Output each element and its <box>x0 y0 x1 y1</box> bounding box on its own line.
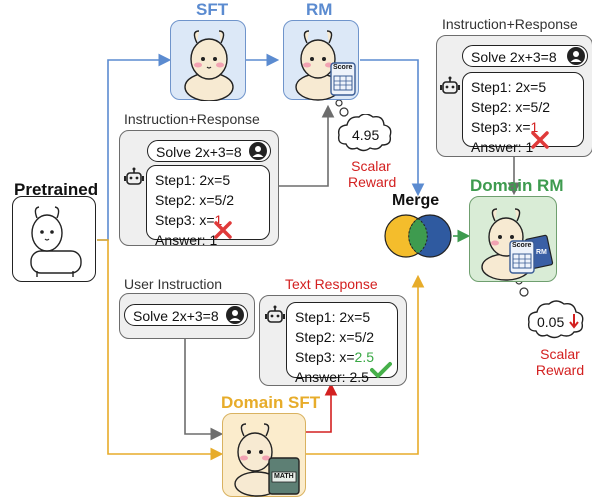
rm-model-box: Score <box>283 20 359 101</box>
sft-label: SFT <box>196 0 229 19</box>
edge-pretrained-domainsft <box>97 239 224 461</box>
red-x-icon <box>531 131 549 149</box>
venn-merge-icon <box>384 214 452 258</box>
pretrained-model-box <box>12 196 96 282</box>
user-instruction-label: User Instruction <box>124 276 223 292</box>
robot-icon <box>124 167 144 185</box>
math-badge: MATH <box>274 473 294 480</box>
instr-right-response-card: Step1: 2x=5 Step2: x=5/2 Step3: x=1 Answ… <box>462 72 584 155</box>
domain-sft-model-box: MATH <box>222 413 306 497</box>
llama-icon <box>30 206 82 277</box>
text-response-card: Step1: 2x=5 Step2: x=5/2 Step3: x=2.5 An… <box>286 302 398 385</box>
llama-icon <box>184 30 234 102</box>
green-check-icon <box>370 362 392 378</box>
score-badge: Score <box>512 242 532 249</box>
domain-rm-model-box: Score RM <box>469 196 557 282</box>
domain-rm-label: Domain RM <box>470 176 564 195</box>
score-badge: Score <box>333 64 353 71</box>
instr-left-response-card: Step1: 2x=5 Step2: x=5/2 Step3: x=1 Answ… <box>146 165 270 248</box>
edge-domainsft-merge <box>306 274 425 455</box>
llama-icon <box>481 208 554 281</box>
edge-domainsft-text <box>306 382 338 433</box>
sft-model-box <box>170 20 246 102</box>
llama-icon <box>234 423 300 497</box>
edge-instr-rm <box>277 104 335 187</box>
robot-icon <box>440 76 460 94</box>
edge-user-domainsft <box>184 338 224 441</box>
cloud-icon <box>337 114 392 152</box>
robot-icon <box>265 305 285 323</box>
red-x-icon <box>214 221 232 239</box>
text-response-label: Text Response <box>285 276 378 292</box>
down-arrow-icon <box>569 314 579 329</box>
instr-right-question: Solve 2x+3=8 <box>462 45 588 67</box>
instr-resp-left-title: Instruction+Response <box>124 111 260 127</box>
user-icon <box>567 47 585 65</box>
domain-sft-label: Domain SFT <box>221 393 321 412</box>
edge-rm-merge <box>360 59 425 197</box>
user-icon <box>249 142 267 160</box>
rm-reward-value: 4.95 <box>352 127 380 143</box>
instr-left-question: Solve 2x+3=8 <box>147 140 271 162</box>
instr-resp-right-title: Instruction+Response <box>442 16 578 32</box>
llama-icon <box>295 30 356 101</box>
rm-label: RM <box>306 0 333 19</box>
cloud-icon <box>527 300 584 339</box>
rm-card-badge: RM <box>536 249 547 256</box>
user-question: Solve 2x+3=8 <box>124 304 248 326</box>
user-icon <box>226 306 244 324</box>
merge-label: Merge <box>392 192 440 209</box>
pretrained-label: Pretrained <box>14 180 99 199</box>
domain-reward-value: 0.05 <box>537 314 565 330</box>
